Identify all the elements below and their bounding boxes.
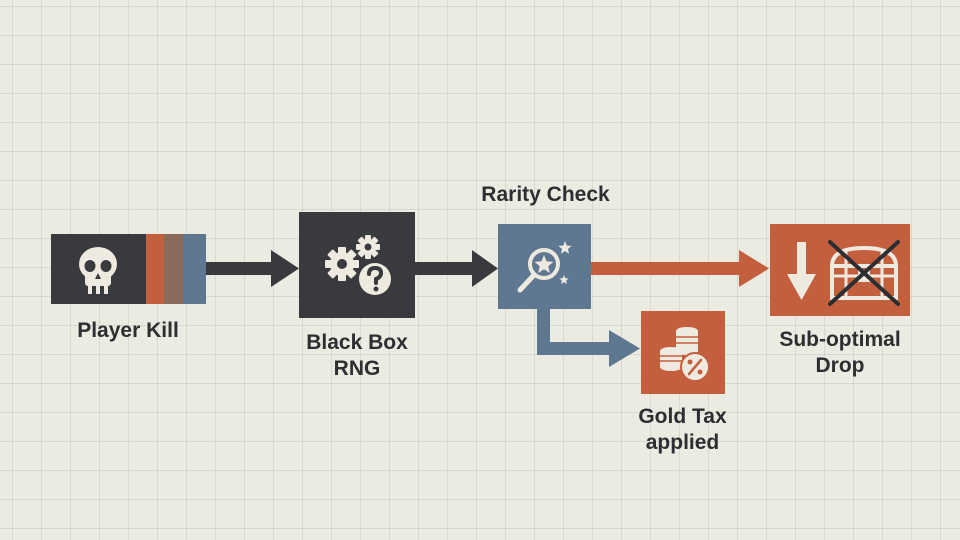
arrow-black-box-to-rarity-check: [414, 250, 498, 287]
label-gold-tax: Gold Tax applied: [638, 405, 727, 454]
arrow-rarity-check-to-gold-tax: [537, 308, 640, 367]
arrow-player-kill-to-black-box: [205, 250, 299, 287]
magnifier-star-icon: [517, 241, 572, 293]
label-rarity-check: Rarity Check: [481, 183, 610, 206]
down-arrow-crossed-chest-icon: [787, 240, 900, 306]
node-sub-optimal-drop: [770, 224, 910, 316]
gears-question-icon: [325, 235, 391, 295]
label-sub-optimal-drop: Sub-optimal Drop: [779, 328, 901, 377]
coins-percent-icon: [660, 327, 710, 382]
node-black-box-rng: [299, 212, 415, 318]
label-player-kill: Player Kill: [77, 319, 179, 342]
arrow-rarity-check-to-drop: [591, 250, 769, 287]
node-player-kill: [51, 234, 206, 304]
label-black-box-rng: Black Box RNG: [306, 331, 408, 380]
node-rarity-check: [498, 224, 591, 309]
skull-icon: [79, 247, 117, 294]
node-gold-tax: [641, 311, 725, 394]
